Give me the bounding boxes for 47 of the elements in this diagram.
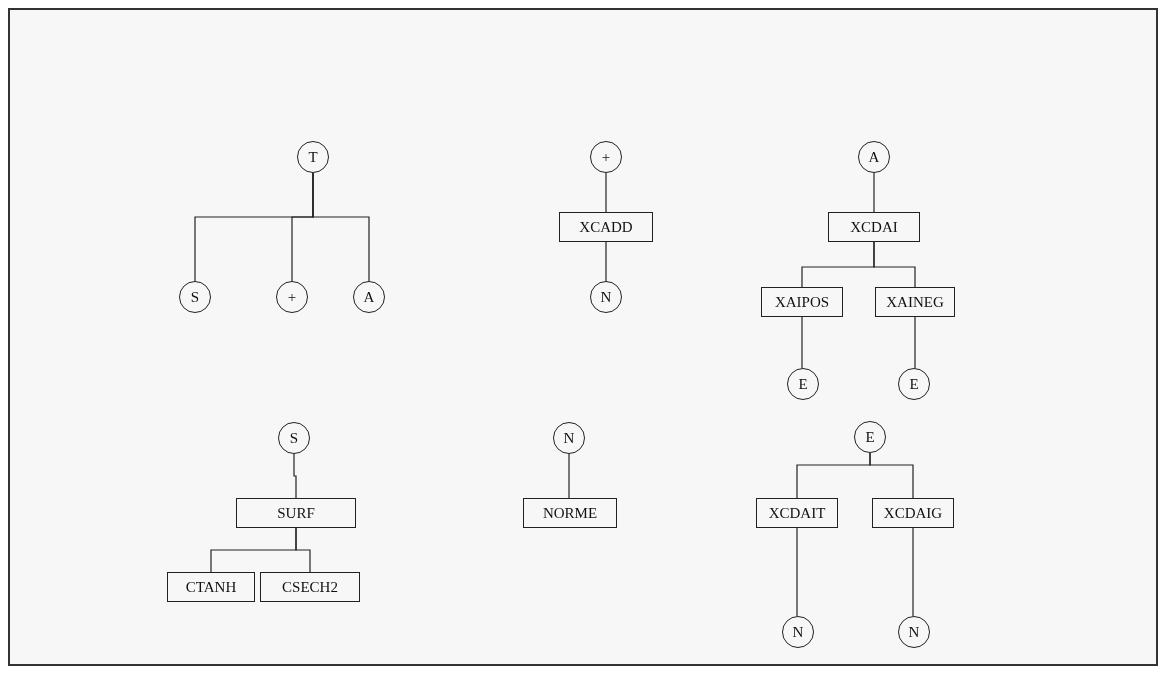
connector-line	[312, 172, 370, 282]
connector-line	[568, 453, 570, 499]
process-box	[167, 572, 255, 602]
node-label: XCADD	[579, 218, 633, 236]
connector-line	[869, 452, 914, 499]
node-label: XAINEG	[886, 293, 944, 311]
node-label: S	[190, 288, 200, 306]
connector-line	[605, 241, 607, 282]
connector-line	[796, 527, 798, 617]
process-box	[875, 287, 955, 317]
node-label: N	[908, 623, 920, 641]
connector-line	[295, 527, 311, 573]
process-box	[559, 212, 653, 242]
node-label: T	[308, 148, 318, 166]
connector-line	[873, 172, 875, 213]
process-box	[872, 498, 954, 528]
process-box	[828, 212, 920, 242]
node-label: CTANH	[185, 578, 237, 596]
process-box	[260, 572, 360, 602]
process-box	[236, 498, 356, 528]
connector-line	[293, 453, 297, 499]
node-label: E	[798, 375, 808, 393]
node-label: N	[792, 623, 804, 641]
node-label: NORME	[542, 504, 598, 522]
connector-line	[605, 172, 607, 213]
node-label: XAIPOS	[774, 293, 830, 311]
node-label: N	[600, 288, 612, 306]
process-box	[523, 498, 617, 528]
process-box	[756, 498, 838, 528]
connector-line	[873, 241, 916, 288]
node-label: +	[287, 288, 297, 306]
node-label: E	[865, 428, 875, 446]
node-label: CSECH2	[282, 578, 338, 596]
node-label: XCDAI	[850, 218, 898, 236]
connector-line	[801, 316, 803, 369]
node-label: E	[909, 375, 919, 393]
node-label: XCDAIG	[883, 504, 943, 522]
process-box	[761, 287, 843, 317]
node-label: S	[289, 429, 299, 447]
node-label: XCDAIT	[768, 504, 826, 522]
node-label: N	[563, 429, 575, 447]
node-label: SURF	[277, 504, 315, 522]
node-label: A	[868, 148, 880, 166]
connector-line	[914, 316, 916, 369]
node-label: A	[363, 288, 375, 306]
connector-line	[912, 527, 914, 617]
node-label: +	[601, 148, 611, 166]
